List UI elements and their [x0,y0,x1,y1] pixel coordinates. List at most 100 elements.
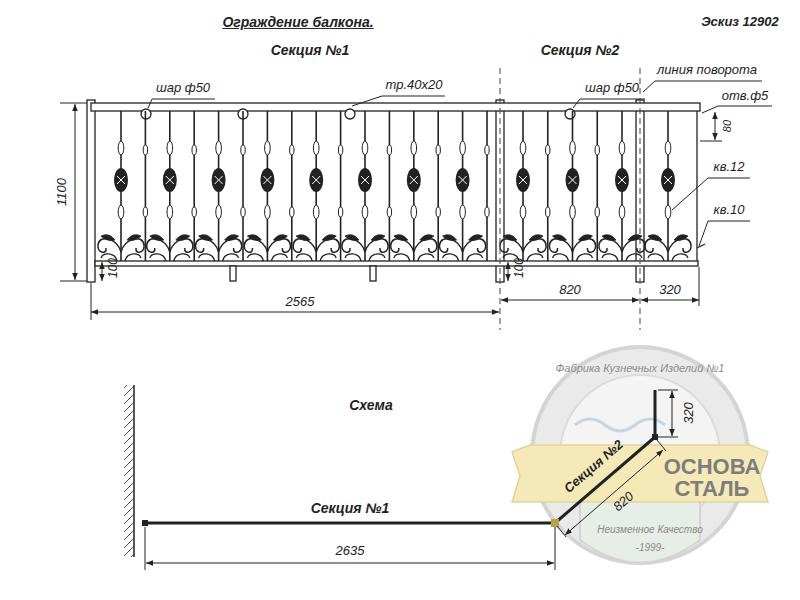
dimension-line [508,262,509,281]
railing-bar [527,254,543,261]
schema-section [145,522,555,525]
railing-bar [362,141,368,155]
railing-bar [420,235,434,241]
dimension-line [658,437,678,438]
railing-bar [358,168,372,192]
dimension-line [102,262,103,281]
railing-bar [661,168,675,192]
railing-bar [485,145,489,155]
railing-bar [117,176,125,184]
railing-bar [340,111,342,261]
railing-bar [273,235,287,241]
railing-bar [166,176,174,184]
railing-bar [577,254,593,261]
railing-bar [338,207,342,217]
railing-bar [459,176,467,184]
railing-bar [437,111,439,261]
railing-bar [467,254,483,261]
railing-bar [672,254,688,261]
railing-bar [247,235,261,241]
railing-bar [312,176,320,184]
railing-bar [503,235,517,241]
railing-bar [443,254,459,261]
schema-joint [652,434,658,440]
railing-bar [665,141,671,155]
railing-bar [546,145,550,155]
railing-bar [223,254,239,261]
top-ball [345,109,355,119]
railing-bar [247,254,263,261]
railing-bar [145,111,147,261]
railing-bar [460,141,466,155]
railing-bar [163,168,177,192]
railing-bar [387,207,391,217]
railing-bar [125,254,141,261]
railing-bar [516,168,530,192]
watermark-badge [512,445,768,502]
railing-bar [443,235,457,241]
railing-bar [602,254,618,261]
railing-bar [199,235,213,241]
dimension-line [555,527,556,570]
railing-bar [570,141,576,155]
railing-bar [485,207,489,217]
part-label: линия поворота [657,63,757,78]
railing-bar [118,205,124,219]
dimension-line [75,104,76,280]
watermark-badge [575,419,665,431]
railing-bar [456,168,470,192]
watermark-text: ОСНОВА СТАЛЬ [662,456,762,500]
dimension: 820 [559,283,581,298]
railing-bar [118,141,124,155]
schema-section [145,390,655,523]
railing-bar [290,145,294,155]
railing-bar [296,254,312,261]
railing-bar [595,145,599,155]
railing-bar [569,176,577,184]
railing-frame [87,100,95,282]
section-title: Секция №2 [541,42,620,58]
railing-bar [566,168,580,192]
drawing-title: Ограждение балкона. [222,14,373,30]
railing-bar [322,235,336,241]
dimension: 100 [513,258,527,278]
railing-bar [174,254,190,261]
railing-frame [696,111,697,261]
railing-bar [371,235,385,241]
railing-frame [87,100,705,282]
railing-bar [199,254,215,261]
railing-bar [664,176,672,184]
dimension: 320 [659,283,681,298]
railing-bar [387,145,391,155]
railing-bar [291,111,293,261]
railing-bar [320,254,336,261]
railing-bar [176,235,190,241]
dimension-line [501,300,639,301]
turn-line [500,68,640,330]
railing-bar [167,141,173,155]
section-title: Секция №1 [271,42,350,58]
leader-line [148,81,772,246]
sketch-number: Эскиз 12902 [701,15,779,30]
dimension-line [146,563,554,564]
railing-bar [260,168,274,192]
railing-bar [579,235,593,241]
railing-bar [394,235,408,241]
dimension-line [60,281,87,282]
railing-frame [95,261,698,266]
railing-bar [150,254,166,261]
dimension: 1100 [55,178,70,206]
railing-bar [519,176,527,184]
railing-bar [520,205,526,219]
railing-bar [150,235,164,241]
railing-bar [486,111,488,261]
dimension-line [565,450,663,535]
railing-bar [410,176,418,184]
dimension-line [557,526,566,537]
railing-bar [369,254,385,261]
railing-bar [547,111,549,261]
part-label: кв.12 [714,160,745,175]
railing-bar [411,141,417,155]
railing-bar [394,254,410,261]
